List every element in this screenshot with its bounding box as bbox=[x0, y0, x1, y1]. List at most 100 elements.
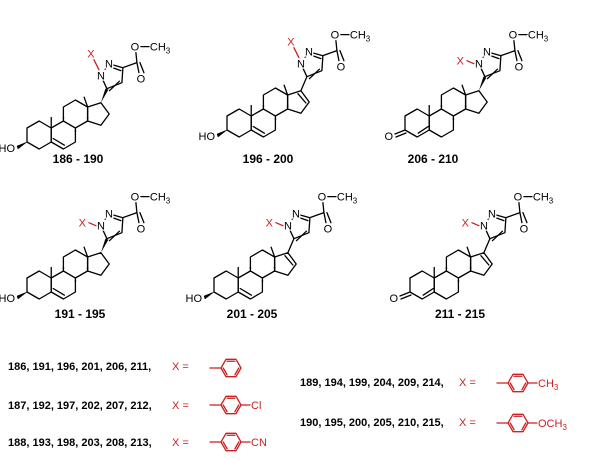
pyrazole-n1-label: N bbox=[284, 221, 292, 233]
c3-carbonyl-bond bbox=[394, 129, 406, 135]
stereo-center-dot bbox=[274, 118, 277, 120]
pyrazole-n2-label: N bbox=[488, 209, 496, 221]
legend-benzene-double-bond bbox=[222, 367, 228, 376]
stereo-center-dot bbox=[262, 105, 265, 107]
legend-benzene-double-bond bbox=[234, 441, 240, 450]
pyrazole-n2-label: N bbox=[483, 47, 491, 59]
c3-carbonyl-bond-2 bbox=[395, 132, 407, 138]
stereo-center-dot bbox=[445, 267, 448, 269]
x-substituent-label: X bbox=[287, 37, 295, 49]
ester-carbonyl-bond-2 bbox=[139, 212, 145, 224]
legend-benzene-ring bbox=[220, 358, 242, 378]
atom-mask bbox=[304, 45, 314, 57]
hydroxyl-label: HO bbox=[199, 131, 216, 143]
pyrazole-n2-label: N bbox=[305, 47, 313, 59]
pyrazole-c4-c5-double-bond bbox=[108, 230, 121, 242]
ester-carbonyl-bond bbox=[136, 62, 140, 74]
c3-wedge-bond bbox=[216, 129, 228, 138]
atom-mask bbox=[487, 207, 497, 219]
ester-carbonyl-bond-2 bbox=[517, 50, 523, 62]
c17-pyrazole-bond bbox=[300, 76, 308, 92]
carbonyl-oxygen-label: O bbox=[137, 224, 146, 236]
ester-oxygen-label: O bbox=[331, 30, 340, 42]
legend-row: 188, 193, 198, 203, 208, 213,X =CN bbox=[8, 432, 267, 452]
c18-methyl-bond bbox=[283, 84, 289, 96]
ester-carbonyl-bond-2 bbox=[326, 212, 332, 224]
ester-oxygen-label: O bbox=[514, 192, 523, 204]
legend-benzene-ring bbox=[507, 373, 529, 393]
pyrazole-c4-c5-double-bond bbox=[486, 68, 499, 80]
c16-c17-double-bond bbox=[284, 255, 294, 266]
legend-compound-numbers: 186, 191, 196, 201, 206, 211, bbox=[8, 361, 151, 373]
atom-mask bbox=[283, 219, 293, 231]
ester-bond bbox=[500, 50, 516, 57]
stereo-center-dot bbox=[261, 280, 264, 282]
legend-benzene-double-bond bbox=[509, 382, 515, 391]
legend-benzene-ring bbox=[220, 395, 242, 415]
c5-c6-double-bond bbox=[252, 125, 266, 134]
ester-bond bbox=[122, 62, 138, 69]
pyrazole-n2-label: N bbox=[105, 209, 113, 221]
c3-wedge-bond bbox=[203, 291, 215, 300]
c17-wedge-bond bbox=[478, 76, 487, 91]
c18-methyl-bond bbox=[270, 246, 276, 258]
ring-d-bonds bbox=[86, 102, 110, 126]
stereo-center-dot bbox=[62, 117, 65, 119]
ring-a-bonds bbox=[26, 270, 52, 300]
pyrazole-n1-label: N bbox=[97, 71, 105, 83]
hydroxyl-label: HO bbox=[0, 293, 15, 305]
pyrazole-c4-c5-double-bond bbox=[295, 230, 308, 242]
c5-c6-double-bond bbox=[52, 287, 66, 296]
c16-c17-double-bond bbox=[480, 255, 490, 266]
legend-benzene-double-bond bbox=[234, 404, 240, 413]
n1-x-bond bbox=[275, 222, 284, 227]
stereo-center-dot bbox=[74, 280, 77, 282]
atom-mask bbox=[479, 219, 489, 231]
x-substituent-label: X bbox=[266, 218, 274, 230]
legend-benzene-double-bond bbox=[521, 422, 527, 431]
legend-x-equals: X = bbox=[459, 417, 476, 429]
ring-c-bonds bbox=[249, 249, 276, 279]
ester-carbonyl-bond-2 bbox=[522, 212, 528, 224]
legend-row: 186, 191, 196, 201, 206, 211,X = bbox=[8, 358, 242, 378]
stereo-center-dot bbox=[457, 280, 460, 282]
ester-oxygen-label: O bbox=[509, 30, 518, 42]
carbonyl-oxygen-label: O bbox=[520, 224, 529, 236]
legend-substituent-label: CN bbox=[251, 437, 267, 449]
stereo-center-dot bbox=[273, 267, 276, 269]
ester-bond bbox=[322, 50, 338, 57]
legend-benzene-double-bond bbox=[521, 382, 527, 391]
c5-c6-double-bond bbox=[239, 287, 253, 296]
pyrazole-n1-label: N bbox=[480, 221, 488, 233]
legend-row: 190, 195, 200, 205, 210, 215,X =OCH3 bbox=[300, 413, 567, 433]
ring-c-bonds bbox=[62, 249, 89, 279]
c18-methyl-bond bbox=[83, 96, 89, 108]
pyrazole-n2-label: N bbox=[105, 59, 113, 71]
ketone-oxygen-label: O bbox=[384, 131, 393, 143]
ester-oxygen-bond bbox=[518, 202, 521, 214]
pyrazole-c4-c5-double-bond bbox=[308, 68, 321, 80]
ring-c-bonds bbox=[445, 249, 472, 279]
ester-oxygen-bond bbox=[335, 40, 338, 52]
ester-carbonyl-bond bbox=[336, 50, 340, 62]
ester-oxygen-bond bbox=[135, 202, 138, 214]
ester-carbonyl-bond bbox=[514, 50, 518, 62]
c17-wedge-bond bbox=[100, 88, 109, 103]
legend-benzene-ring bbox=[507, 413, 529, 433]
c17-pyrazole-bond bbox=[483, 238, 491, 254]
legend-benzene-ring bbox=[220, 432, 242, 452]
ring-c-bonds bbox=[62, 99, 89, 129]
ester-oxygen-label: O bbox=[131, 192, 140, 204]
stereo-center-dot bbox=[286, 105, 289, 107]
ring-c-bonds bbox=[440, 87, 467, 117]
c3-carbonyl-bond-2 bbox=[400, 294, 412, 300]
ring-a-bonds bbox=[409, 270, 435, 300]
ester-oxygen-label: O bbox=[131, 42, 140, 54]
x-substituent-label: X bbox=[79, 218, 87, 230]
x-substituent-label: X bbox=[457, 56, 465, 68]
atom-mask bbox=[296, 57, 306, 69]
